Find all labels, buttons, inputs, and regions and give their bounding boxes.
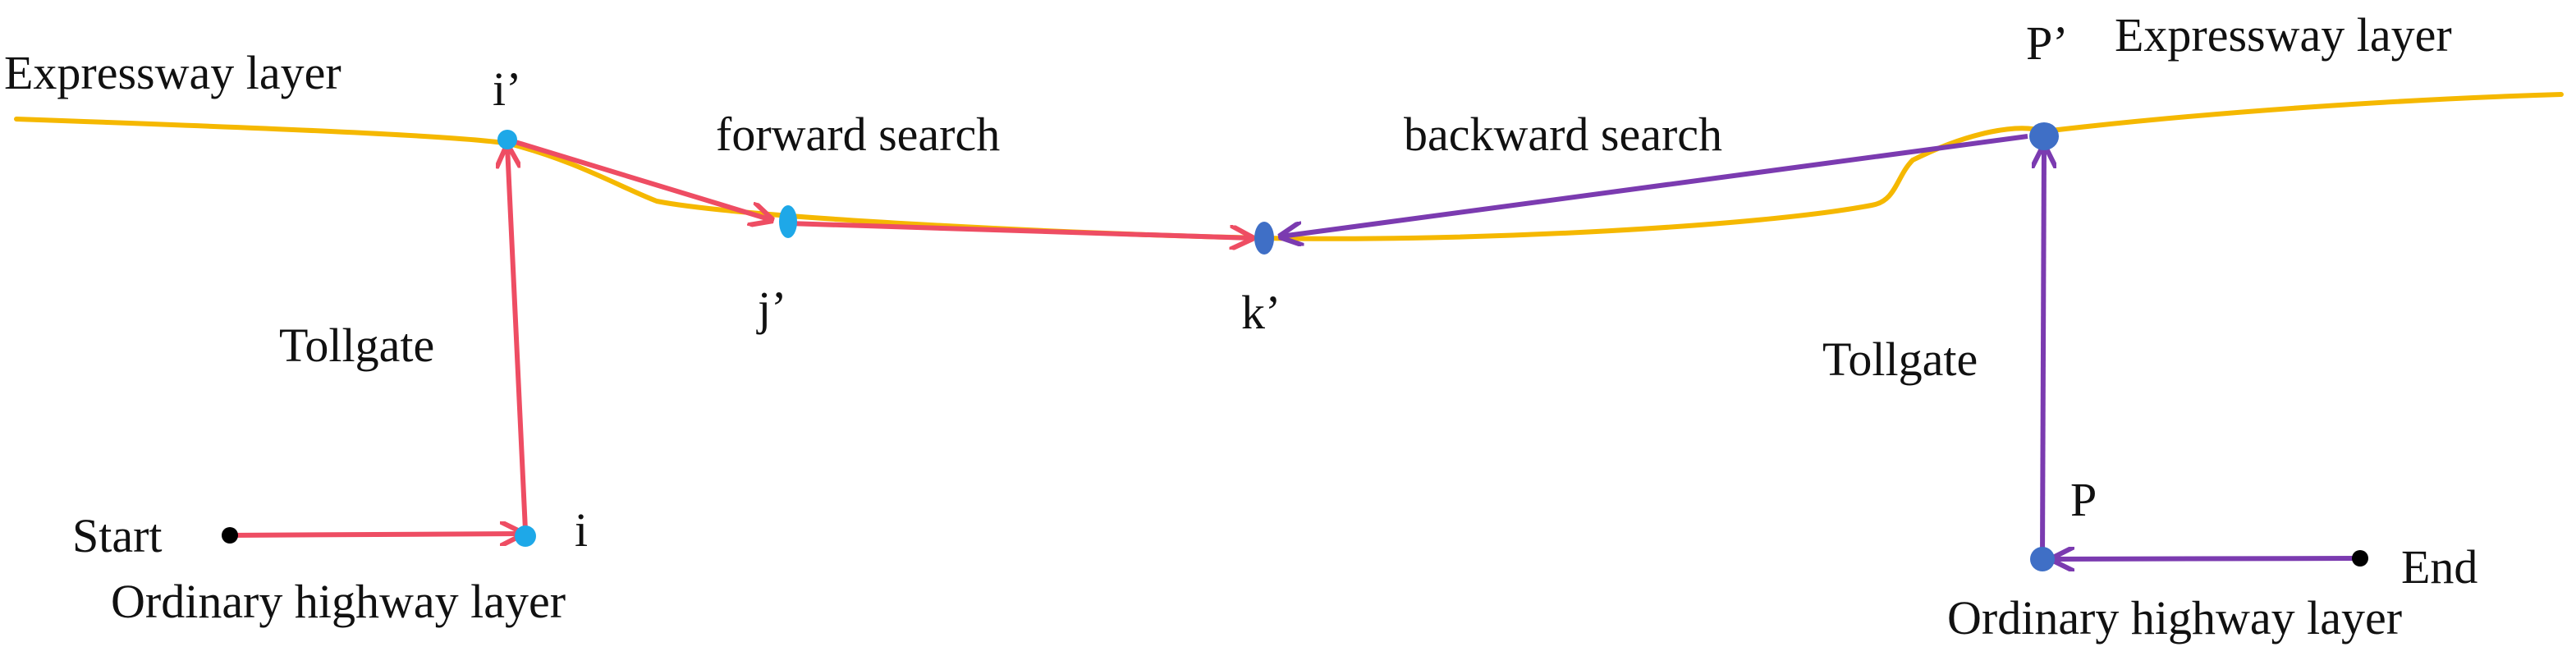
node-p [2030,547,2055,571]
node-k-prime [1254,222,1274,255]
forward-search-label: forward search [716,108,1000,161]
forward-arrow-start-to-i [229,534,522,535]
node-j-prime [779,205,797,238]
backward-arrow-end-to-p [2052,558,2357,559]
backward-arrow-tollgate-p-to-p-prime [2042,146,2044,559]
ordinary-highway-layer-label-left: Ordinary highway layer [111,575,566,628]
node-i-prime-label: i’ [493,62,521,116]
backward-arrow-p-prime-to-k-prime [1281,134,2028,236]
end-point [2352,550,2368,567]
node-i-prime [497,130,517,149]
node-k-prime-label: k’ [1241,286,1281,339]
start-label: Start [72,509,163,562]
forward-arrow-tollgate-i-to-i-prime [507,146,528,531]
end-label: End [2401,540,2477,594]
expressway-layer-label-right: Expressway layer [2115,8,2452,62]
node-i [515,525,536,547]
forward-arrow-j-prime-to-k-prime [787,221,1252,238]
node-i-label: i [575,503,588,557]
start-point [222,527,238,544]
expressway-road [14,92,2564,241]
tollgate-label-right: Tollgate [1822,333,1978,386]
node-j-prime-label: j’ [756,282,786,335]
node-p-label: P [2070,473,2097,526]
node-p-prime-label: P’ [2026,16,2069,70]
forward-arrow-i-prime-to-j-prime [506,137,772,220]
ordinary-highway-layer-label-right: Ordinary highway layer [1947,591,2402,645]
node-p-prime [2029,122,2059,150]
expressway-layer-label-left: Expressway layer [4,46,341,99]
backward-search-label: backward search [1404,108,1722,161]
tollgate-label-left: Tollgate [279,319,434,372]
